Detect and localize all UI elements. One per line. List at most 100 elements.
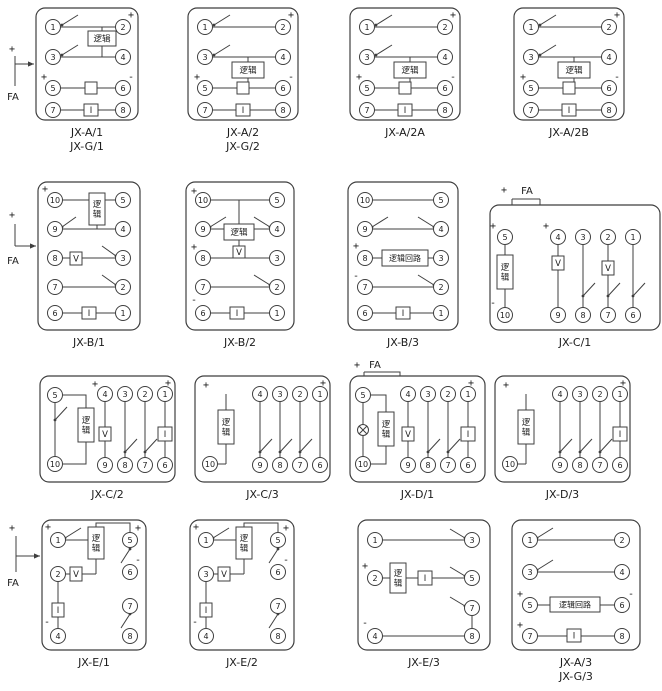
- contact-dot: [53, 418, 57, 422]
- switch-contact-icon: [213, 44, 231, 56]
- terminal-number: 7: [297, 461, 302, 470]
- component-label: 逻辑: [382, 419, 391, 440]
- terminal-number: 3: [580, 233, 585, 242]
- polarity-mark: -: [353, 271, 359, 282]
- voltage-box: [69, 251, 83, 266]
- terminal-number: 10: [198, 196, 208, 205]
- component-label: 逻辑回路: [559, 600, 591, 610]
- contact-dot: [143, 450, 147, 454]
- terminal-8: [357, 250, 373, 266]
- terminal-number: 7: [597, 461, 602, 470]
- component-label: 逻辑: [92, 533, 101, 554]
- terminal-8: [601, 102, 617, 118]
- component-label: I: [242, 106, 245, 116]
- polarity-mark: -: [128, 72, 134, 83]
- terminal-1: [367, 532, 383, 548]
- terminal-number: 9: [557, 461, 562, 470]
- terminal-number: 1: [162, 390, 167, 399]
- component-label: V: [102, 430, 108, 440]
- terminal-6: [625, 307, 641, 323]
- diagram-frame: [489, 204, 661, 331]
- terminal-number: 4: [120, 53, 125, 62]
- component-label: V: [73, 255, 79, 265]
- terminal-number: 2: [606, 23, 611, 32]
- terminal-5: [355, 387, 371, 403]
- terminal-number: 10: [505, 460, 515, 469]
- polarity-mark: +: [320, 378, 326, 389]
- terminal-5: [47, 387, 63, 403]
- terminal-number: 4: [555, 233, 560, 242]
- terminal-number: 8: [425, 461, 430, 470]
- component-box: [562, 81, 576, 95]
- terminal-number: 10: [205, 460, 215, 469]
- terminal-8: [117, 457, 133, 473]
- terminal-number: 9: [555, 311, 560, 320]
- polarity-mark: +: [501, 185, 507, 196]
- component-box: [236, 81, 250, 95]
- contact-dot: [538, 23, 542, 27]
- contact-dot: [374, 53, 378, 57]
- terminal-10: [355, 456, 371, 472]
- terminal-10: [202, 456, 218, 472]
- contact-dot: [258, 450, 262, 454]
- logic-box: [235, 526, 253, 560]
- terminal-8: [47, 250, 63, 266]
- terminal-5: [464, 570, 480, 586]
- diagram-caption: JX-D/1: [400, 488, 434, 501]
- current-box: [199, 602, 213, 618]
- terminal-number: 3: [50, 53, 55, 62]
- component-label: I: [573, 632, 576, 642]
- diagram-caption: JX-A/2A: [384, 126, 425, 139]
- terminal-2: [433, 279, 449, 295]
- switch-contact-icon: [253, 274, 271, 286]
- terminal-7: [195, 279, 211, 295]
- terminal-7: [592, 457, 608, 473]
- polarity-mark: +: [362, 561, 368, 572]
- terminal-9: [47, 221, 63, 237]
- polarity-mark: +: [191, 186, 197, 197]
- terminal-number: 1: [372, 536, 377, 545]
- contact-dot: [606, 294, 610, 298]
- switch-contact-icon: [54, 406, 68, 421]
- component-label: I: [619, 430, 622, 440]
- terminal-7: [359, 102, 375, 118]
- polarity-mark: +: [490, 221, 496, 232]
- terminal-6: [195, 305, 211, 321]
- polarity-mark: +: [468, 378, 474, 389]
- component-label: I: [467, 430, 470, 440]
- terminal-2: [292, 386, 308, 402]
- terminal-number: 9: [200, 225, 205, 234]
- diagram-frame: [494, 375, 631, 483]
- diagram-caption: JX-D/3: [545, 488, 579, 501]
- terminal-number: 7: [445, 461, 450, 470]
- fa-label: FA: [7, 578, 19, 589]
- polarity-mark: -: [44, 617, 50, 628]
- terminal-4: [275, 49, 291, 65]
- diagram-frame: [513, 7, 625, 121]
- terminal-3: [523, 49, 539, 65]
- polarity-mark: +: [191, 242, 197, 253]
- component-label: 逻辑: [82, 415, 91, 436]
- current-box: [81, 306, 97, 320]
- current-box: [417, 570, 433, 586]
- component-label: 逻辑: [565, 65, 583, 76]
- terminal-1: [45, 19, 61, 35]
- switch-contact-icon: [607, 282, 621, 297]
- terminal-number: 1: [55, 536, 60, 545]
- terminal-2: [600, 229, 616, 245]
- polarity-mark: +: [517, 589, 523, 600]
- terminal-number: 6: [619, 601, 624, 610]
- component-label: V: [405, 430, 411, 440]
- current-box: [561, 103, 577, 117]
- diagram-frame: [35, 7, 139, 121]
- terminal-5: [359, 80, 375, 96]
- component-label: I: [404, 106, 407, 116]
- polarity-mark: +: [353, 241, 359, 252]
- terminal-7: [270, 598, 286, 614]
- terminal-number: 6: [127, 568, 132, 577]
- terminal-number: 2: [297, 390, 302, 399]
